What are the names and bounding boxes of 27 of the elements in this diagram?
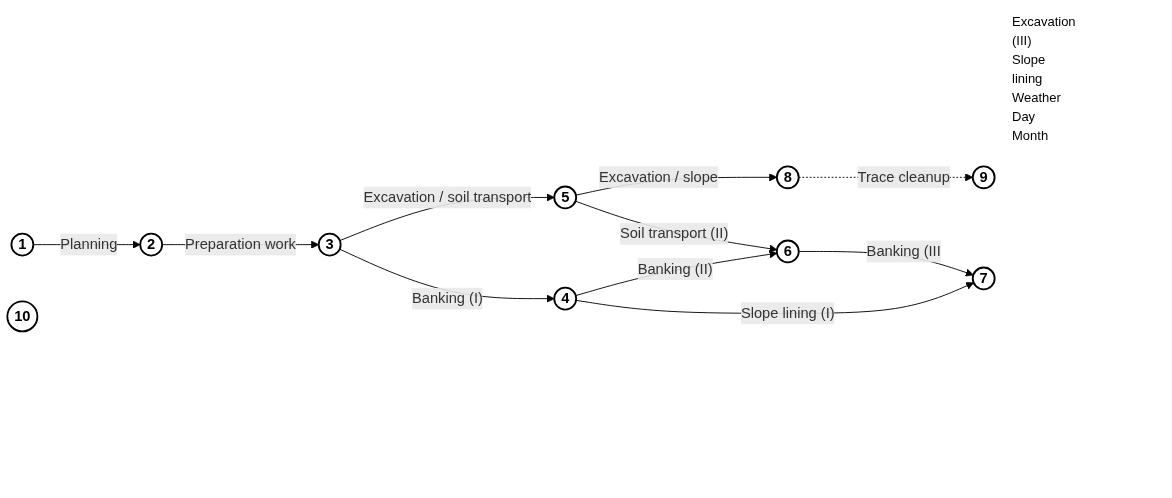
note-label: lining [1012, 71, 1044, 86]
node-circle: 4 [553, 286, 578, 311]
node-circle: 3 [317, 232, 342, 257]
note-label: Day [1012, 109, 1037, 124]
edge-label: Excavation / soil transport [363, 189, 532, 205]
node-circle: 10 [6, 300, 39, 333]
node-circle: 5 [553, 185, 578, 210]
node-circle: 1 [10, 232, 35, 257]
node-circle: 6 [775, 239, 800, 264]
note-label: Month [1012, 128, 1050, 143]
note-label: (III) [1012, 33, 1033, 48]
edge-label: Planning [60, 236, 118, 253]
edge-label: Soil transport (II) [619, 225, 729, 242]
edge-label: Preparation work [185, 236, 296, 253]
edge-label: Banking (II) [637, 260, 713, 277]
node-circle: 8 [775, 165, 800, 190]
note-label: Slope [1012, 52, 1047, 67]
edge-label: Slope lining (I) [740, 305, 835, 321]
note-label: Excavation [1012, 14, 1077, 29]
note-label: Weather [1012, 90, 1062, 105]
edge-label: Trace cleanup [857, 169, 950, 185]
edge-label: Excavation / slope [599, 169, 719, 185]
node-circle: 7 [971, 266, 996, 291]
edge-label: Banking (III [866, 243, 941, 259]
edge-label: Banking (I) [412, 290, 483, 307]
node-circle: 2 [139, 232, 164, 257]
node-circle: 9 [971, 165, 996, 190]
